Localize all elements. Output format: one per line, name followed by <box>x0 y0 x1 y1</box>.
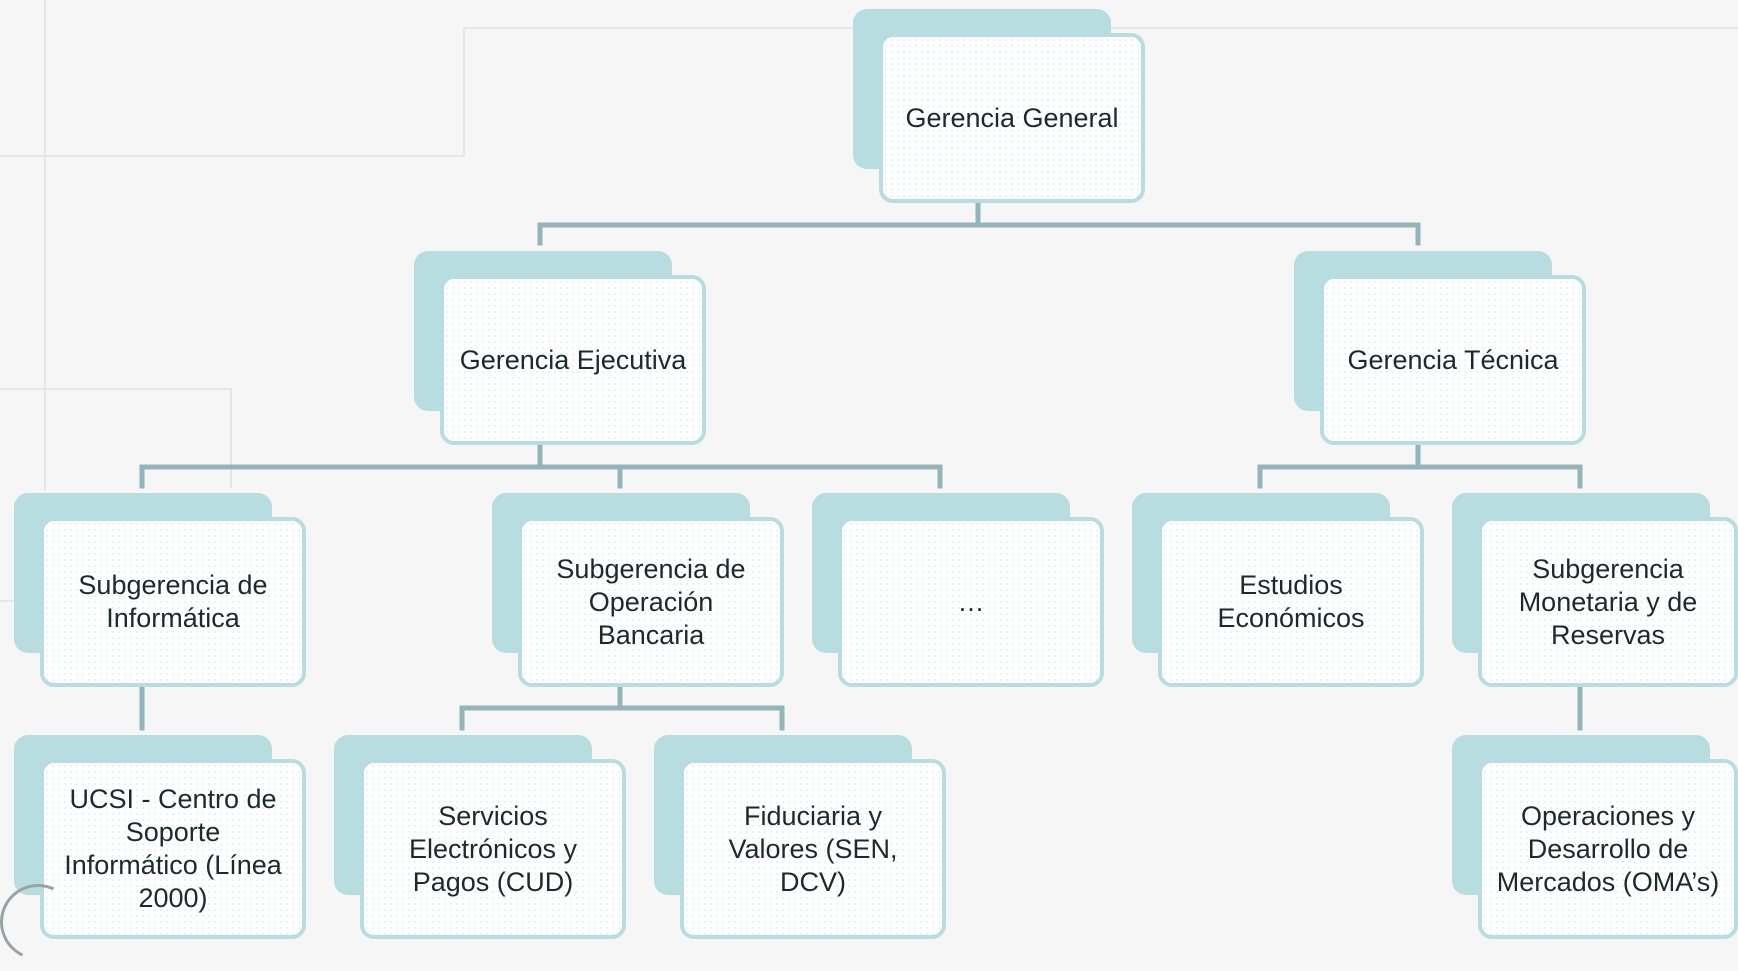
node-label: … <box>957 586 985 617</box>
node-box: Operaciones y Desarrollo de Mercados (OM… <box>1478 759 1738 939</box>
node-gerencia-tecnica: Gerencia Técnica <box>1294 251 1586 445</box>
node-ucsi: UCSI - Centro de Soporte Informático (Lí… <box>14 735 306 939</box>
node-box: Estudios Económicos <box>1158 517 1424 687</box>
node-box: Fiduciaria y Valores (SEN, DCV) <box>680 759 946 939</box>
node-subgerencia-informatica: Subgerencia de Informática <box>14 493 306 687</box>
node-operaciones-mercados: Operaciones y Desarrollo de Mercados (OM… <box>1452 735 1738 939</box>
node-box: Servicios Electrónicos y Pagos (CUD) <box>360 759 626 939</box>
node-label: Gerencia Técnica <box>1347 344 1559 375</box>
node-label: Estudios Económicos <box>1217 570 1365 633</box>
node-box: Gerencia General <box>879 33 1145 203</box>
node-estudios-economicos: Estudios Económicos <box>1132 493 1424 687</box>
background-line <box>230 388 232 488</box>
node-label: Subgerencia de Operación Bancaria <box>556 553 746 650</box>
background-line <box>0 155 465 157</box>
node-subgerencia-monetaria: Subgerencia Monetaria y de Reservas <box>1452 493 1738 687</box>
node-box: Gerencia Ejecutiva <box>440 275 706 445</box>
background-line <box>1108 27 1738 29</box>
node-box: Subgerencia de Operación Bancaria <box>518 517 784 687</box>
node-box: … <box>838 517 1104 687</box>
node-label: Servicios Electrónicos y Pagos (CUD) <box>408 800 578 897</box>
node-ellipsis: … <box>812 493 1104 687</box>
node-label: Fiduciaria y Valores (SEN, DCV) <box>728 800 898 897</box>
node-box: UCSI - Centro de Soporte Informático (Lí… <box>40 759 306 939</box>
node-label: Gerencia Ejecutiva <box>459 344 687 375</box>
node-box: Subgerencia Monetaria y de Reservas <box>1478 517 1738 687</box>
connector-lines <box>139 197 1583 731</box>
node-label: Gerencia General <box>905 102 1119 133</box>
node-box: Gerencia Técnica <box>1320 275 1586 445</box>
node-gerencia-general: Gerencia General <box>853 9 1145 203</box>
node-servicios-electronicos: Servicios Electrónicos y Pagos (CUD) <box>334 735 626 939</box>
node-label: Operaciones y Desarrollo de Mercados (OM… <box>1496 800 1720 897</box>
node-box: Subgerencia de Informática <box>40 517 306 687</box>
node-gerencia-ejecutiva: Gerencia Ejecutiva <box>414 251 706 445</box>
background-line <box>0 388 232 390</box>
node-fiduciaria-valores: Fiduciaria y Valores (SEN, DCV) <box>654 735 946 939</box>
background-line <box>463 27 868 29</box>
node-label: Subgerencia de Informática <box>78 570 268 633</box>
background-line <box>44 0 46 490</box>
node-label: Subgerencia Monetaria y de Reservas <box>1518 553 1698 650</box>
node-label: UCSI - Centro de Soporte Informático (Lí… <box>64 784 282 913</box>
background-line <box>463 27 465 157</box>
node-subgerencia-operacion-bancaria: Subgerencia de Operación Bancaria <box>492 493 784 687</box>
